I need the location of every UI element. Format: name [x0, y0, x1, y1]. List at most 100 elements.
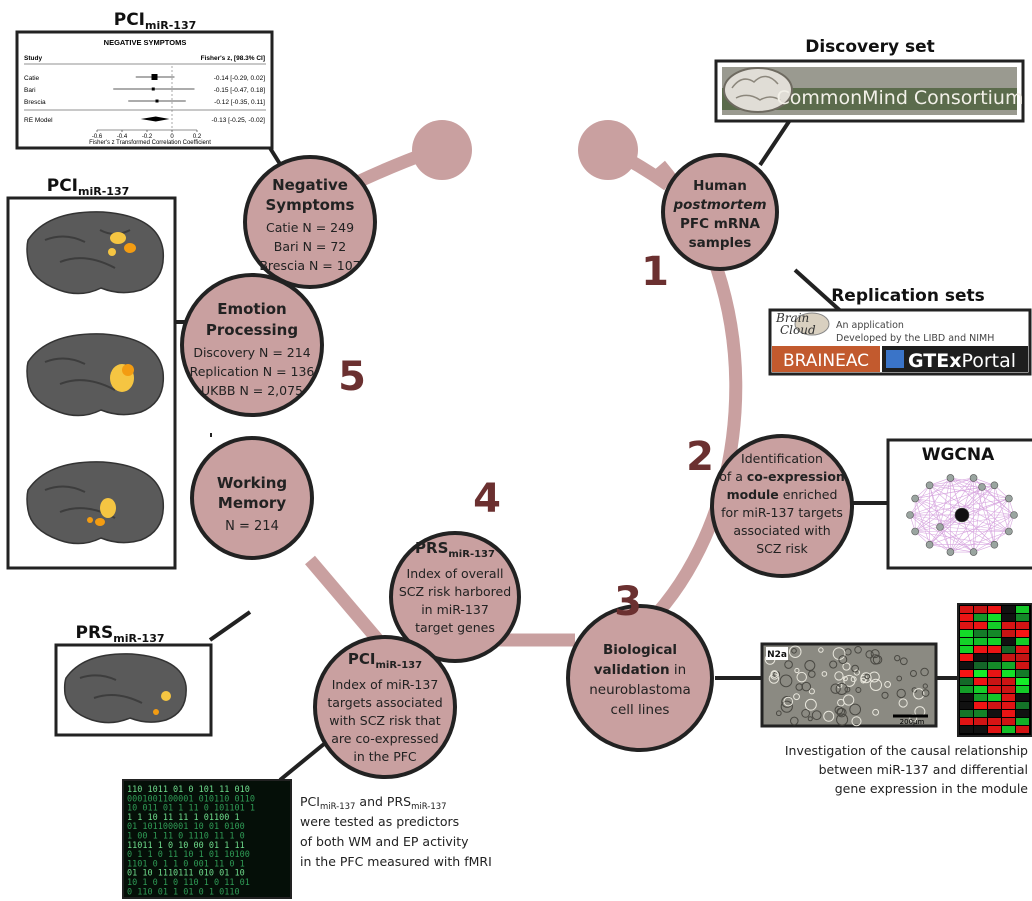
cell: [779, 674, 793, 688]
cell: [899, 657, 908, 666]
node-working-memory: Working Memory N = 214: [190, 436, 314, 560]
step-number-5: 5: [338, 354, 366, 400]
header-replication: Replication sets: [831, 286, 985, 306]
svg-text:Working: Working: [217, 474, 287, 492]
matrix-row: 10 1 0 1 0 110 1 0 11 01: [127, 878, 250, 888]
cell: [830, 683, 841, 694]
svg-text:Fisher's z Transformed Correla: Fisher's z Transformed Correlation Coeff…: [89, 140, 211, 146]
network-node: [990, 540, 999, 549]
heatmap-cell: [1002, 710, 1015, 717]
network-edge: [915, 486, 983, 499]
heatmap-cell: [1016, 710, 1029, 717]
cell: [922, 683, 928, 689]
svg-text:Replication N = 136: Replication N = 136: [190, 364, 315, 379]
cell: [793, 693, 800, 701]
matrix-row: 1 1 10 11 11 1 01100 1: [127, 813, 240, 823]
ring-endpoint-right: [578, 120, 638, 180]
heatmap-cell: [1002, 630, 1015, 637]
svg-text:Catie: Catie: [24, 75, 40, 82]
cell: [849, 703, 862, 716]
network-node: [906, 511, 914, 519]
network-node: [911, 494, 919, 503]
network-edge: [909, 514, 941, 528]
network-edge: [939, 514, 1015, 528]
svg-text:Bari N = 72: Bari N = 72: [274, 239, 347, 254]
network-node: [1010, 511, 1018, 519]
heatmap-cell: [988, 678, 1001, 685]
step-number-3: 3: [614, 579, 642, 625]
caption-tested-4: in the PFC measured with fMRI: [300, 854, 492, 869]
svg-text:module enriched: module enriched: [727, 487, 838, 502]
heatmap-cell: [1016, 622, 1029, 629]
ring-endpoint-left: [412, 120, 472, 180]
network-edge: [915, 498, 963, 516]
heatmap-cell: [960, 646, 973, 653]
svg-text:Brain: Brain: [775, 311, 809, 325]
cell: [770, 670, 779, 680]
heatmap-cell: [1016, 630, 1029, 637]
svg-text:Brescia N = 107: Brescia N = 107: [259, 258, 360, 273]
step-number-4: 4: [473, 476, 501, 522]
svg-text:with SCZ risk that: with SCZ risk that: [329, 713, 441, 728]
svg-text:Identification: Identification: [741, 451, 823, 466]
forest-point: [151, 74, 158, 80]
node-human-postmortem: Human postmortem PFC mRNA samples: [661, 153, 779, 271]
cell: [881, 691, 889, 699]
heatmap-cell: [988, 686, 1001, 693]
heatmap-cell: [988, 694, 1001, 701]
network-edge: [961, 514, 1009, 532]
heatmap-cell: [960, 694, 973, 701]
cell: [860, 677, 867, 684]
network-node: [925, 540, 934, 549]
heatmap-cell: [974, 670, 987, 677]
heatmap-cell: [1002, 702, 1015, 709]
cell: [872, 708, 880, 716]
network-edge: [961, 514, 995, 545]
cell: [796, 671, 807, 683]
svg-text:RE Model: RE Model: [24, 117, 53, 124]
svg-text:validation in: validation in: [594, 662, 687, 678]
cell: [842, 662, 851, 671]
cell: [836, 713, 849, 726]
network-node: [990, 481, 999, 490]
heatmap-cell: [1016, 646, 1029, 653]
brain-image-3: [26, 461, 165, 545]
heatmap-cell: [1002, 686, 1015, 693]
network-edge: [929, 485, 951, 553]
svg-text:target genes: target genes: [415, 620, 495, 635]
brain-image-1: [26, 211, 165, 295]
heatmap-cell: [960, 606, 973, 613]
matrix-row: 0001001100001 010110 0110: [127, 794, 255, 804]
heatmap-cell: [960, 630, 973, 637]
heatmap-cell: [960, 622, 973, 629]
heatmap-cell: [974, 686, 987, 693]
heatmap-cell: [974, 694, 987, 701]
network-edge: [950, 531, 1009, 553]
svg-text:Biological: Biological: [603, 642, 677, 658]
replication-logos: Brain Cloud An application Developed by …: [768, 308, 1032, 376]
svg-text:200µm: 200µm: [900, 718, 925, 726]
heatmap-cell: [988, 710, 1001, 717]
heatmap-cell: [974, 726, 987, 733]
svg-text:CommonMind Consortium: CommonMind Consortium: [777, 87, 1024, 109]
heatmap-cell: [988, 670, 1001, 677]
cell: [896, 688, 906, 699]
wgcna-network: WGCNA: [886, 438, 1032, 570]
svg-text:-0.13 [-0.25, -0.02]: -0.13 [-0.25, -0.02]: [212, 117, 266, 124]
cell: [911, 687, 918, 693]
cell: [921, 689, 930, 697]
network-edge: [915, 477, 974, 499]
cell: [865, 650, 874, 659]
network-edge: [939, 498, 1009, 528]
forest-point: [155, 99, 159, 103]
matrix-row: 0 1 1 0 11 10 1 01 10100: [127, 850, 250, 860]
cell: [864, 673, 871, 680]
svg-text:in miR-137: in miR-137: [421, 602, 489, 617]
network-edge: [939, 477, 951, 528]
heatmap-cell: [960, 710, 973, 717]
forest-tick-label: 0: [170, 134, 174, 140]
matrix-row: 10 011 01 1 11 0 101101 1: [127, 804, 255, 814]
heatmap-cell: [988, 654, 1001, 661]
